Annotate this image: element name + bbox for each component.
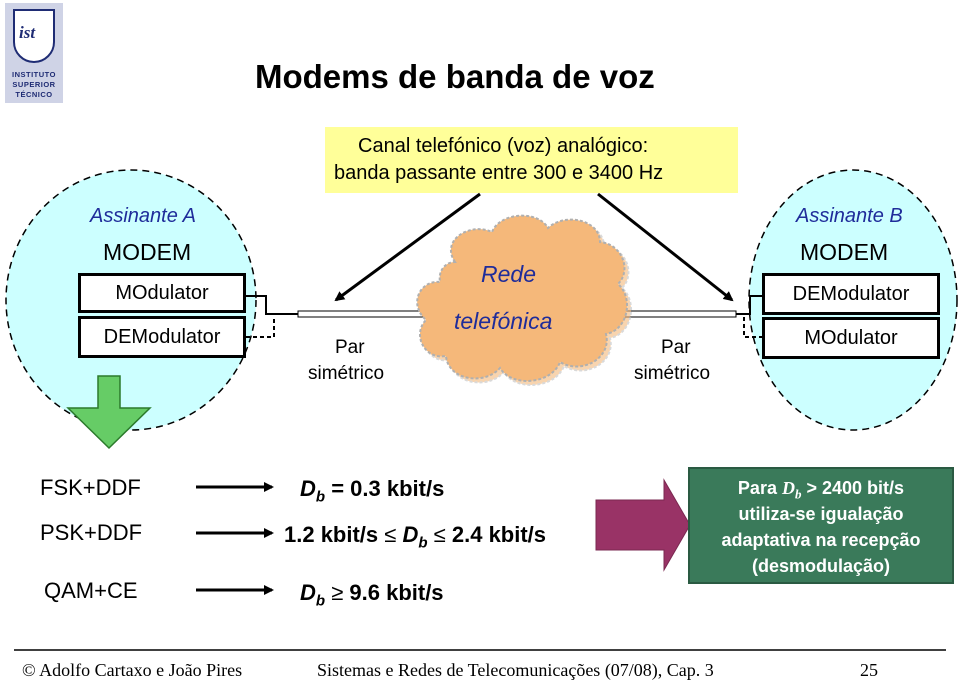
note-line-1-pre: Para xyxy=(737,478,777,498)
logo-line-3: TÉCNICO xyxy=(15,90,53,99)
technique-name-3: QAM+CE xyxy=(44,578,138,603)
rate-2-sub: b xyxy=(418,534,428,552)
rate-1-var: D xyxy=(300,476,316,501)
rate-3-value: 9.6 kbit/s xyxy=(349,580,444,605)
pair-right-line-1: Par xyxy=(661,337,691,358)
pointer-arrow-right xyxy=(597,192,734,302)
rate-2-le-1: ≤ xyxy=(384,522,397,547)
channel-note-line-2: banda passante entre 300 e 3400 Hz xyxy=(334,162,664,184)
logo-line-1: INSTITUTO xyxy=(12,70,56,79)
pair-right-line xyxy=(620,310,737,318)
pair-right-line-2: simétrico xyxy=(634,363,711,384)
network-label-line-2: telefónica xyxy=(454,308,553,334)
note-line-1-sub: b xyxy=(794,486,802,502)
footer-authors: © Adolfo Cartaxo e João Pires xyxy=(22,660,243,680)
note-pointer-arrow xyxy=(595,478,691,572)
note-line-2: utiliza-se igualação xyxy=(738,504,904,524)
rate-3-sub: b xyxy=(315,592,326,610)
network-label-line-1: Rede xyxy=(481,261,536,287)
rate-3: Db ≥ 9.6 kbit/s xyxy=(300,580,444,610)
footer-course: Sistemas e Redes de Telecomunicações (07… xyxy=(317,660,714,680)
subscriber-a-box-1-label: MOdulator xyxy=(115,282,209,304)
technique-name-1: FSK+DDF xyxy=(40,475,141,500)
rate-1: Db = 0.3 kbit/s xyxy=(300,476,445,506)
subscriber-a-device: MODEM xyxy=(103,239,192,265)
note-line-1-var: D xyxy=(781,478,795,498)
connector-b-rx xyxy=(736,295,762,315)
subscriber-b-box-2-label: MOdulator xyxy=(804,327,898,349)
logo-line-2: SUPERIOR xyxy=(12,80,56,89)
ist-monogram: ist xyxy=(13,9,55,63)
subscriber-b-device: MODEM xyxy=(800,239,889,265)
channel-note-box xyxy=(325,127,738,193)
subscriber-b-box-2: MOdulator xyxy=(762,317,940,359)
rate-2-var: D xyxy=(402,522,419,547)
pair-left-line-2: simétrico xyxy=(308,363,385,384)
note-line-4: (desmodulação) xyxy=(751,556,891,576)
network-cloud xyxy=(416,214,632,386)
technique-name-2: PSK+DDF xyxy=(40,520,143,545)
down-arrow xyxy=(66,375,152,450)
subscriber-a-box-2: DEModulator xyxy=(78,316,246,358)
connector-b-tx xyxy=(743,317,762,338)
connector-a-tx xyxy=(246,295,298,315)
slide-title: Modems de banda de voz xyxy=(255,58,655,95)
subscriber-a-box-1: MOdulator xyxy=(78,273,246,313)
pair-left-line-1: Par xyxy=(335,337,365,358)
rate-2-high: 2.4 kbit/s xyxy=(451,522,547,547)
note-line-1: Para Db > 2400 bit/s xyxy=(688,479,954,501)
rate-1-value: = 0.3 kbit/s xyxy=(331,476,445,501)
pointer-arrow-left xyxy=(334,192,481,302)
note-line-1-post: > 2400 bit/s xyxy=(806,478,905,498)
rate-2-low: 1.2 kbit/s xyxy=(284,522,379,547)
connector-a-rx xyxy=(246,317,275,338)
subscriber-b-label: Assinante B xyxy=(796,205,903,227)
logo-monogram-text: ist xyxy=(19,23,36,42)
subscriber-b-box-1: DEModulator xyxy=(762,273,940,315)
subscriber-b-box-1-label: DEModulator xyxy=(792,283,910,305)
pair-left-line xyxy=(297,310,429,318)
rate-3-ge: ≥ xyxy=(331,580,344,605)
subscriber-a-box-2-label: DEModulator xyxy=(103,326,221,348)
ist-logo: ist INSTITUTO SUPERIOR TÉCNICO xyxy=(5,3,63,103)
footer-page-number: 25 xyxy=(860,660,878,680)
adaptive-equalization-note xyxy=(688,467,954,584)
rate-1-sub: b xyxy=(315,488,326,506)
rate-2-le-2: ≤ xyxy=(433,522,446,547)
rate-3-var: D xyxy=(300,580,316,605)
channel-note-line-1: Canal telefónico (voz) analógico: xyxy=(358,135,649,157)
rate-2: 1.2 kbit/s ≤ Db ≤ 2.4 kbit/s xyxy=(284,522,547,552)
note-line-3: adaptativa na recepção xyxy=(721,530,921,550)
subscriber-a-label: Assinante A xyxy=(90,205,196,227)
